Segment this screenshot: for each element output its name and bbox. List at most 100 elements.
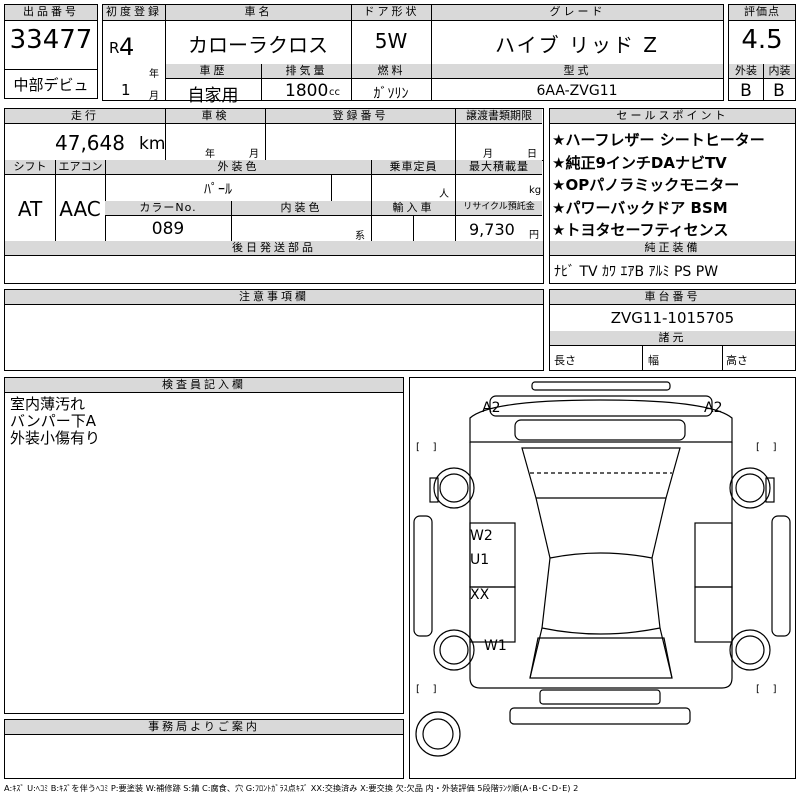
bracket-mark: [ ] (416, 442, 437, 453)
sales-label: セールスポイント (550, 109, 795, 124)
history-value: 自家用 (187, 86, 239, 106)
color-value: ﾊﾟｰﾙ (204, 182, 232, 198)
displacement-value: 1800 (285, 81, 329, 101)
bracket-mark: [ ] (416, 684, 437, 695)
spec-label: 諸元 (550, 331, 795, 346)
transfer-day-unit: 日 (527, 149, 537, 160)
legend-text: A:ｷｽﾞ U:ﾍｺﾐ B:ｷｽﾞを伴うﾍｺﾐ P:要塗装 W:補修跡 S:錆 … (4, 783, 579, 793)
ac-label: エアコン (55, 160, 105, 175)
damage-mark: A2 (482, 400, 501, 416)
equip-label: 純正装備 (550, 241, 795, 256)
region-value: 中部デビュ (13, 76, 89, 94)
damage-mark: W2 (470, 528, 493, 544)
fuel-value: ｶﾞｿﾘﾝ (373, 86, 409, 102)
notes-label: 注意事項欄 (5, 290, 543, 305)
displacement-label: 排気量 (261, 64, 351, 79)
sales-points-list: ★ハーフレザー シートヒーター ★純正9インチDAナビTV ★OPパノラミックモ… (552, 129, 765, 242)
later-parts-label: 後日発送部品 (5, 241, 543, 256)
car-diagram (413, 381, 791, 757)
color-label: 外装色 (105, 160, 371, 175)
chassis-number: ZVG11-1015705 (610, 309, 735, 327)
inspector-notes: 室内薄汚れ バンパー下A 外装小傷有り (10, 396, 100, 447)
damage-mark: U1 (470, 552, 490, 568)
fuel-label: 燃料 (351, 64, 431, 79)
car-name-label: 車名 (165, 5, 351, 21)
load-label: 最大積載量 (455, 160, 542, 175)
import-label: 輸入車 (371, 201, 455, 216)
office-box: 事務局よりご案内 (4, 719, 404, 779)
sales-point: ★ハーフレザー シートヒーター (552, 131, 765, 149)
color-no-value: 089 (151, 219, 185, 239)
first-reg-month: 1 (121, 81, 131, 99)
inspection-label: 車検 (165, 109, 265, 124)
chassis-box: 車台番号 ZVG11-1015705 諸元 長さ 幅 高さ (549, 289, 796, 371)
insp-month-unit: 月 (249, 149, 259, 160)
damage-mark: A2 (704, 400, 723, 416)
chassis-label: 車台番号 (550, 290, 795, 305)
car-diagram-box: A2 A2 W2 U1 XX W1 [ ] [ ] [ ] [ ] (409, 377, 796, 779)
inspector-note: 外装小傷有り (10, 429, 101, 447)
door-label: ドア形状 (351, 5, 431, 21)
recycle-label: リサイクル預託金 (455, 201, 542, 216)
sales-point: ★純正9インチDAナビTV (552, 153, 727, 172)
inspector-note: 室内薄汚れ (10, 395, 86, 413)
recycle-value: 9,730 (469, 220, 515, 239)
inspector-label: 検査員記入欄 (5, 378, 403, 393)
score-label: 評価点 (729, 5, 795, 21)
sales-point: ★パワーバックドア BSM (552, 198, 728, 217)
damage-mark: W1 (484, 638, 507, 654)
displacement-unit: cc (329, 87, 340, 98)
equip-value: ﾅﾋﾞ TV ｶﾜ ｴｱB ｱﾙﾐ PS PW (554, 264, 719, 280)
lot-label: 出品番号 (5, 5, 97, 21)
reg-no-label: 登録番号 (265, 109, 455, 124)
history-label: 車歴 (165, 64, 261, 79)
ext-score: B (740, 81, 752, 101)
height-label: 高さ (726, 354, 748, 367)
first-reg-label: 初度登録 (103, 5, 165, 21)
grade-label: グレード (431, 5, 723, 21)
door-value: 5W (374, 29, 408, 53)
score-value: 4.5 (741, 25, 783, 55)
capacity-unit: 人 (439, 189, 449, 200)
office-label: 事務局よりご案内 (5, 720, 403, 735)
insp-year-unit: 年 (205, 149, 215, 160)
lot-value: 33477 (9, 25, 93, 55)
sales-point: ★トヨタセーフティセンス (552, 221, 729, 239)
car-name-value: カローラクロス (188, 33, 328, 57)
mileage-value: 47,648 (55, 131, 125, 155)
score-box: 評価点 4.5 外装 内装 B B (728, 4, 796, 101)
ext-label: 外装 (729, 64, 763, 79)
model-value: 6AA-ZVG11 (536, 83, 618, 99)
first-reg-year: 4 (119, 33, 135, 61)
int-color-unit: 系 (355, 231, 365, 242)
int-color-label: 内装色 (231, 201, 371, 216)
recycle-unit: 円 (529, 230, 539, 241)
sales-point: ★OPパノラミックモニター (552, 176, 740, 194)
shift-value: AT (17, 197, 43, 221)
registration-box: 走行 車検 登録番号 譲渡書類期限 47,648 km 年 月 月 日 シフト … (4, 108, 544, 284)
month-unit: 月 (149, 91, 159, 102)
transfer-label: 譲渡書類期限 (455, 109, 542, 124)
mileage-unit: km (139, 134, 166, 154)
shift-label: シフト (5, 160, 55, 175)
capacity-label: 乗車定員 (371, 160, 455, 175)
vehicle-info-box: 初度登録 車名 ドア形状 グレード R 4 年 カローラクロス 5W ハイブ リ… (102, 4, 724, 106)
int-label: 内装 (763, 64, 795, 79)
sales-points-box: セールスポイント ★ハーフレザー シートヒーター ★純正9インチDAナビTV ★… (549, 108, 796, 284)
int-score: B (773, 81, 785, 101)
inspector-note: バンパー下A (10, 412, 97, 430)
bracket-mark: [ ] (756, 684, 777, 695)
color-no-label: カラーNo. (105, 201, 231, 216)
inspector-box: 検査員記入欄 室内薄汚れ バンパー下A 外装小傷有り (4, 377, 404, 714)
transfer-month-unit: 月 (483, 149, 493, 160)
load-unit: kg (529, 185, 542, 196)
bracket-mark: [ ] (756, 442, 777, 453)
notes-box: 注意事項欄 (4, 289, 544, 371)
era-value: R (109, 39, 120, 57)
length-label: 長さ (554, 354, 576, 367)
year-unit: 年 (149, 69, 159, 80)
lot-number-box: 出品番号 33477 中部デビュ (4, 4, 98, 99)
mileage-label: 走行 (5, 109, 165, 124)
damage-mark: XX (470, 587, 490, 603)
width-label: 幅 (648, 354, 659, 367)
